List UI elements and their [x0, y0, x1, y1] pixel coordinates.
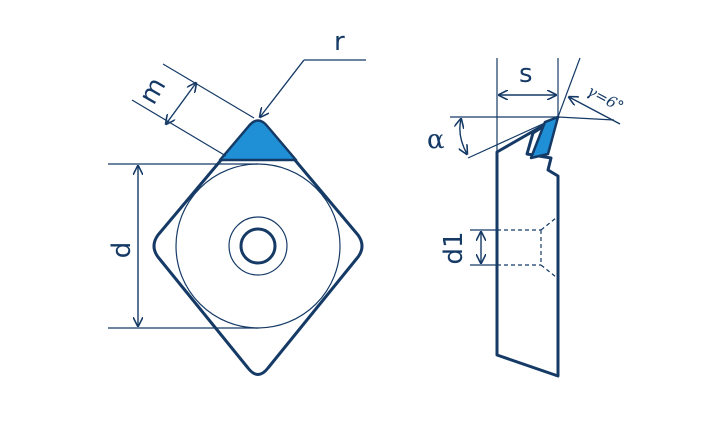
front-view: d m r [107, 27, 366, 376]
r-leader [260, 59, 305, 117]
cutting-tip [218, 119, 298, 162]
m-extension-top [162, 63, 255, 119]
r-label: r [334, 27, 345, 57]
side-body-outline [495, 115, 560, 378]
alpha-label: α [427, 125, 445, 155]
d-label: d [107, 242, 137, 259]
inscribed-circle [175, 163, 341, 329]
side-view: s γ=6° α d1 [427, 57, 627, 378]
gamma-leader [569, 97, 621, 125]
hole-inner [239, 227, 277, 265]
hole-outer [228, 216, 288, 276]
alpha-arc [460, 119, 467, 154]
gamma-line [557, 57, 581, 118]
hole-chamfer-bottom [540, 264, 557, 278]
d1-label: d1 [439, 231, 469, 264]
hole-chamfer-top [540, 217, 557, 231]
gamma-reference [557, 116, 615, 121]
m-dimension-line [166, 83, 196, 124]
alpha-extension [467, 116, 559, 159]
gamma-label: γ=6° [584, 82, 627, 116]
m-extension-bottom [131, 99, 227, 157]
s-label: s [519, 59, 533, 89]
